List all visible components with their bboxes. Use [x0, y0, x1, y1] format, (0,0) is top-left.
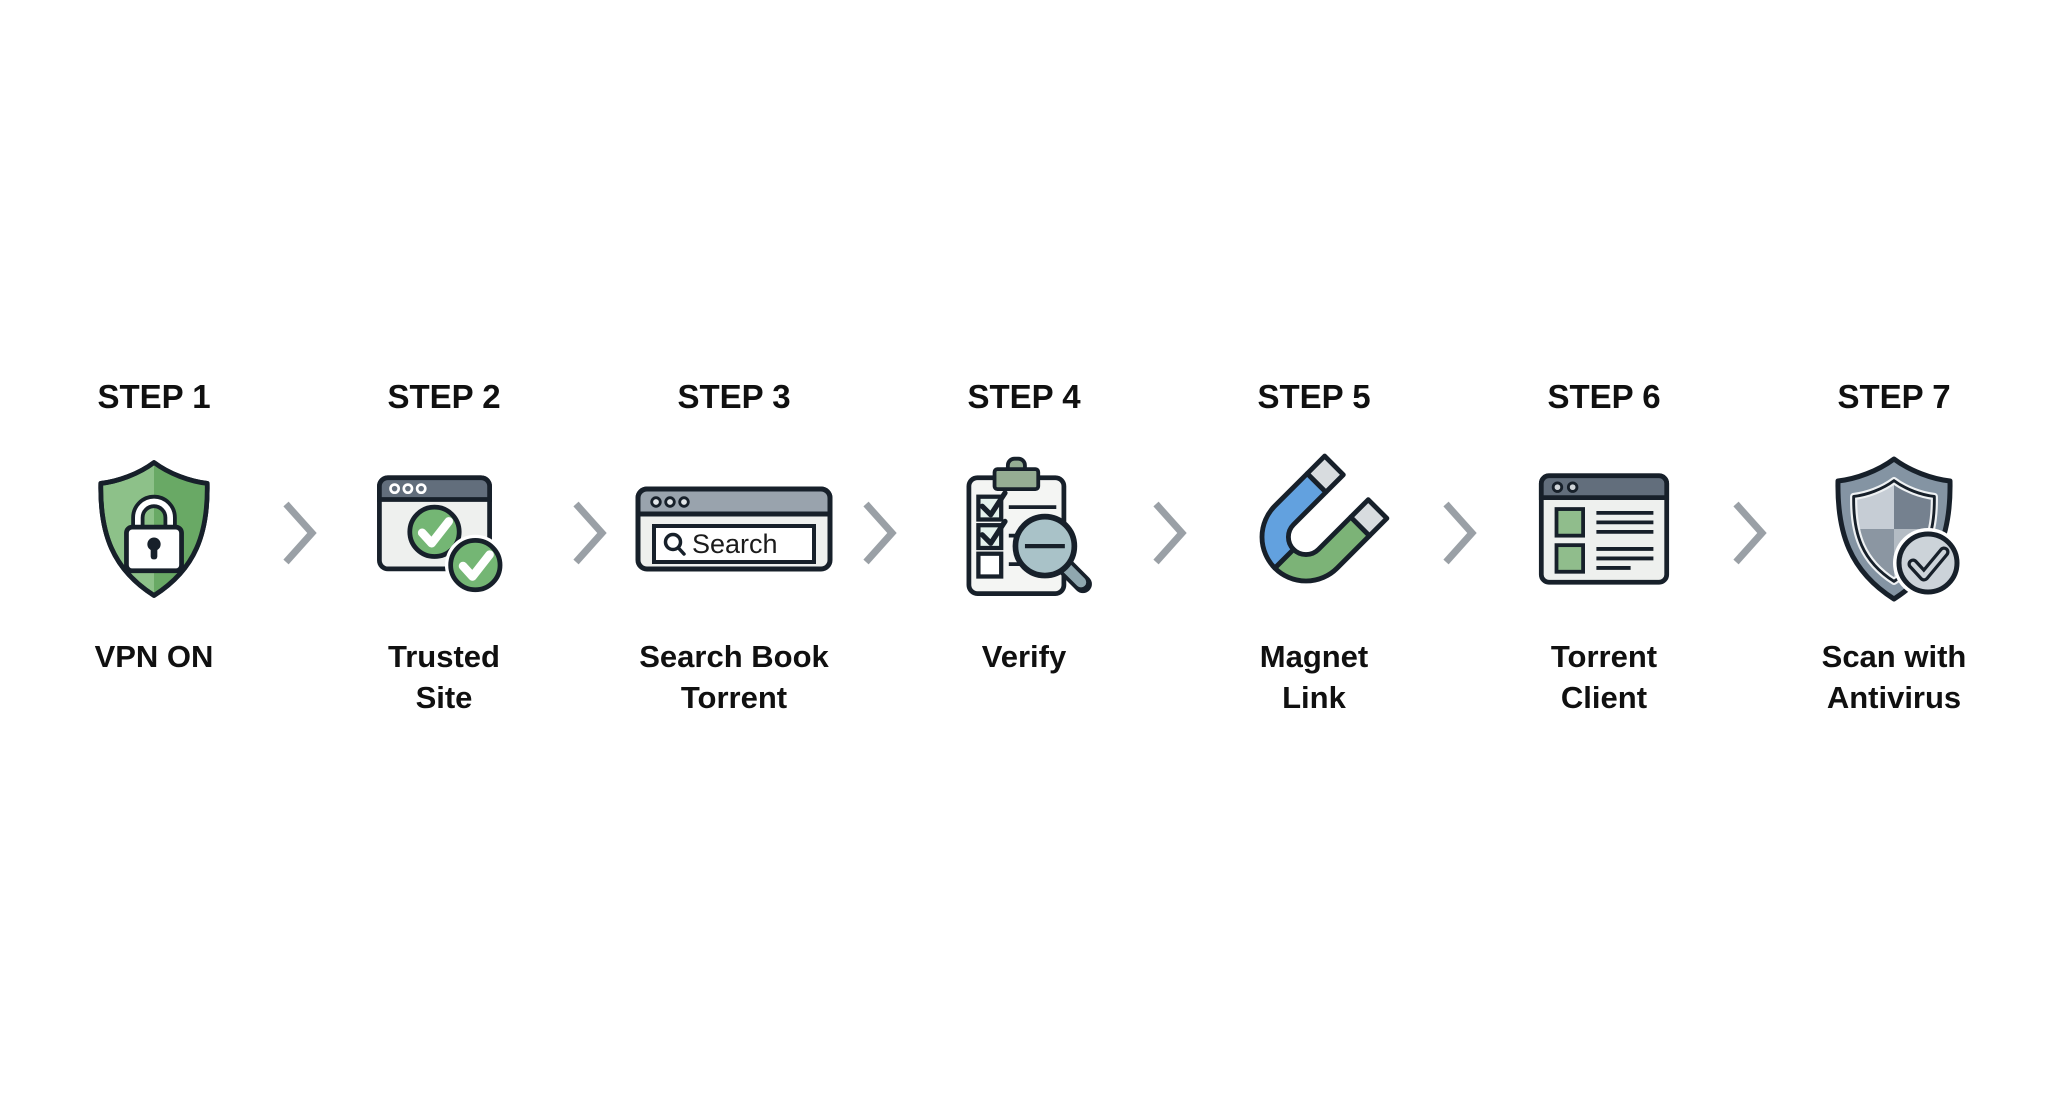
step-1: STEP 1 VPN ON [49, 377, 259, 678]
step-1-title: STEP 1 [97, 378, 211, 415]
chevron-right-icon [1129, 377, 1209, 567]
step-2-caption: Trusted Site [388, 639, 500, 715]
checklist-magnifier-icon [919, 449, 1129, 609]
step-3: STEP 3 Search Search Book Torrent [629, 377, 839, 719]
step-6: STEP 6 Torrent Client [1499, 377, 1709, 719]
chevron-right-icon [549, 377, 629, 567]
chevron-right-icon [259, 377, 339, 567]
chevron-right-icon [1419, 377, 1499, 567]
step-7-caption: Scan with Antivirus [1821, 639, 1967, 715]
torrent-client-window-icon [1499, 449, 1709, 609]
step-1-caption: VPN ON [94, 639, 214, 674]
step-2: STEP 2 Trusted Site [339, 377, 549, 719]
magnet-icon [1209, 449, 1419, 609]
step-3-caption: Search Book Torrent [639, 639, 829, 715]
browser-search-icon: Search [629, 449, 839, 609]
step-6-caption: Torrent Client [1550, 639, 1658, 715]
chevron-right-icon [839, 377, 919, 567]
step-7-title: STEP 7 [1837, 378, 1951, 415]
shield-lock-icon [49, 449, 259, 609]
step-6-title: STEP 6 [1547, 378, 1661, 415]
step-5: STEP 5 Magnet Link [1209, 377, 1419, 719]
shield-checkmark-icon [1789, 449, 1999, 609]
chevron-right-icon [1709, 377, 1789, 567]
step-7: STEP 7 [1789, 377, 1999, 719]
browser-checkmarks-icon [339, 449, 549, 609]
step-4: STEP 4 Verify [919, 377, 1129, 678]
step-4-caption: Verify [981, 639, 1067, 674]
step-2-title: STEP 2 [387, 378, 501, 415]
step-5-caption: Magnet Link [1259, 639, 1369, 715]
step-5-title: STEP 5 [1257, 378, 1371, 415]
search-bar-text: Search [692, 529, 778, 559]
process-flow: STEP 1 VPN ON STEP 2 [49, 377, 1999, 719]
step-4-title: STEP 4 [967, 378, 1081, 415]
step-3-title: STEP 3 [677, 378, 791, 415]
